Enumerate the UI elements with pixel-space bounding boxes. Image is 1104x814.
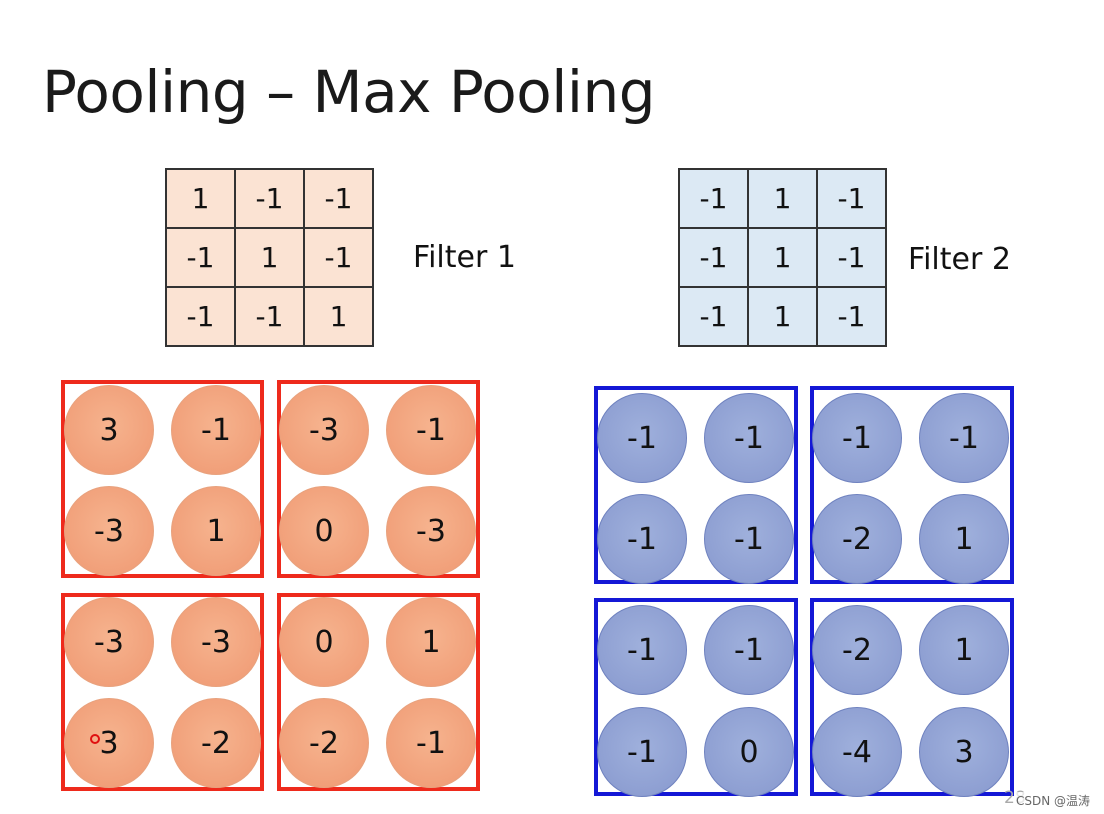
feature-value-circle: -1 (597, 707, 687, 797)
filter-1-cell: -1 (235, 287, 304, 346)
feature-value-circle: -3 (64, 486, 154, 576)
feature-value-circle: 1 (171, 486, 261, 576)
filter-1-label: Filter 1 (413, 240, 516, 275)
feature-value-circle: 1 (919, 605, 1009, 695)
feature-value-circle: -2 (812, 605, 902, 695)
slide-title: Pooling – Max Pooling (42, 58, 656, 126)
feature-value-circle: -1 (919, 393, 1009, 483)
filter-1-cell: -1 (304, 169, 373, 228)
feature-value-circle: -1 (704, 494, 794, 584)
feature-value-circle: -2 (171, 698, 261, 788)
feature-value-circle: 3 (64, 385, 154, 475)
feature-value-circle: -1 (812, 393, 902, 483)
filter-2-cell: -1 (679, 169, 748, 228)
watermark: CSDN @温涛 (1016, 792, 1091, 809)
pooling-window-blue (810, 598, 1014, 796)
pooling-window-blue (810, 386, 1014, 584)
feature-value-circle: -1 (704, 605, 794, 695)
pooling-window-red (61, 593, 264, 791)
feature-value-circle: 0 (279, 597, 369, 687)
feature-value-circle: -1 (704, 393, 794, 483)
feature-value-circle: -1 (597, 605, 687, 695)
feature-value-circle: 0 (279, 486, 369, 576)
filter-2-label: Filter 2 (908, 242, 1011, 277)
feature-value-circle: -4 (812, 707, 902, 797)
filter-2-cell: -1 (817, 228, 886, 287)
filter-1-cell: -1 (166, 228, 235, 287)
feature-value-circle: -3 (386, 486, 476, 576)
pooling-window-red (277, 593, 480, 791)
filter-1-grid: 1 -1 -1 -1 1 -1 -1 -1 1 (165, 168, 374, 347)
pointer-cursor-icon (90, 734, 100, 744)
filter-1-cell: 1 (304, 287, 373, 346)
filter-1-cell: -1 (166, 287, 235, 346)
filter-2-cell: 1 (748, 169, 817, 228)
feature-value-circle: 3 (919, 707, 1009, 797)
feature-value-circle: 3 (64, 698, 154, 788)
feature-value-circle: -3 (64, 597, 154, 687)
feature-value-circle: -2 (812, 494, 902, 584)
pooling-window-blue (594, 386, 798, 584)
feature-value-circle: -1 (171, 385, 261, 475)
pooling-window-red (61, 380, 264, 578)
feature-value-circle: -1 (386, 698, 476, 788)
filter-1-cell: 1 (235, 228, 304, 287)
pooling-window-blue (594, 598, 798, 796)
feature-value-circle: -3 (279, 385, 369, 475)
feature-value-circle: 1 (919, 494, 1009, 584)
filter-2-cell: 1 (748, 228, 817, 287)
pooling-window-red (277, 380, 480, 578)
feature-value-circle: -1 (386, 385, 476, 475)
feature-value-circle: -2 (279, 698, 369, 788)
filter-2-cell: -1 (679, 287, 748, 346)
feature-value-circle: 1 (386, 597, 476, 687)
filter-1-cell: 1 (166, 169, 235, 228)
filter-2-cell: -1 (817, 169, 886, 228)
feature-value-circle: 0 (704, 707, 794, 797)
feature-value-circle: -1 (597, 393, 687, 483)
feature-value-circle: -3 (171, 597, 261, 687)
filter-1-cell: -1 (304, 228, 373, 287)
feature-value-circle: -1 (597, 494, 687, 584)
filter-2-grid: -1 1 -1 -1 1 -1 -1 1 -1 (678, 168, 887, 347)
filter-2-cell: 1 (748, 287, 817, 346)
filter-2-cell: -1 (679, 228, 748, 287)
filter-2-cell: -1 (817, 287, 886, 346)
filter-1-cell: -1 (235, 169, 304, 228)
